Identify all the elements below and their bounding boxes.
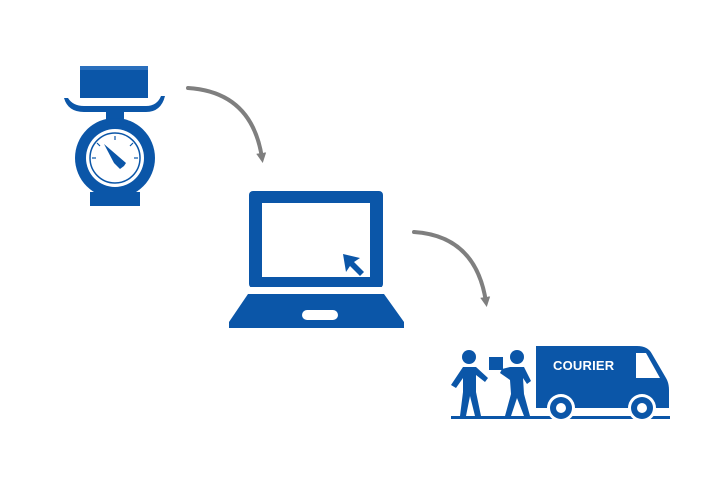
laptop-icon bbox=[229, 191, 404, 328]
person-delivering-icon bbox=[500, 350, 531, 416]
handed-package bbox=[489, 357, 503, 370]
scale-needle bbox=[104, 144, 126, 169]
scale-icon bbox=[64, 66, 165, 206]
cursor-icon bbox=[343, 254, 364, 276]
curved-arrow-1 bbox=[186, 86, 267, 163]
scale-tray bbox=[64, 96, 165, 112]
person-receiving-icon bbox=[451, 350, 488, 416]
courier-van-icon: COURIER bbox=[536, 346, 669, 422]
curved-arrow-2 bbox=[412, 230, 491, 307]
courier-scene: COURIER bbox=[451, 346, 670, 422]
van-label: COURIER bbox=[553, 358, 615, 373]
package-box bbox=[80, 66, 148, 98]
